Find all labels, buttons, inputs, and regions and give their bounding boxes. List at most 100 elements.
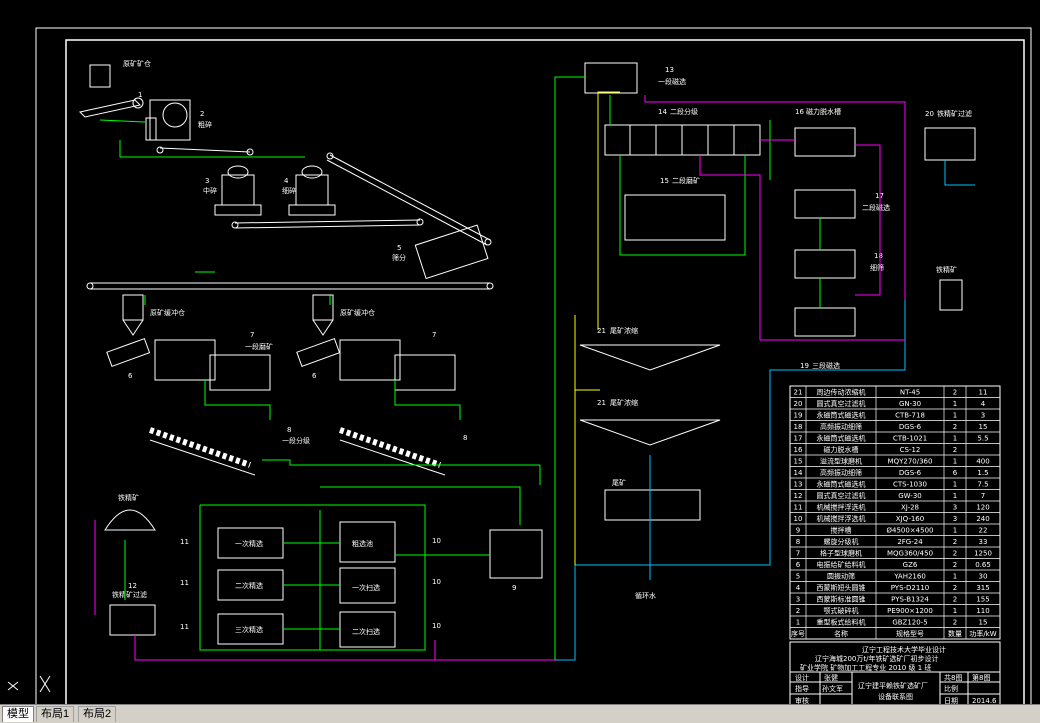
num-6b: 6 [312,372,317,380]
table-cell: 110 [976,607,989,615]
table-cell: XJQ-160 [896,515,924,523]
table-cell: 1250 [974,550,992,558]
table-cell: 2 [953,550,957,558]
table-cell: 155 [976,596,989,604]
raw-bin-icon [89,64,111,88]
table-cell: MQG360/450 [887,550,933,558]
mag-sep-19-icon [794,307,856,337]
table-cell: 11 [794,504,803,512]
label-screen: 筛分 [392,253,406,262]
num-9: 9 [512,584,516,592]
table-cell: GZ6 [903,561,918,569]
label-classify-1: 一段分级 [282,436,310,445]
table-cell: 315 [976,584,989,592]
label-coarse-crush: 粗碎 [198,120,212,129]
table-cell: 2 [953,538,957,546]
num-20: 20 [925,110,934,118]
label-mag-2: 二段磁选 [862,203,890,212]
label-dewater: 磁力脱水槽 [806,107,841,116]
title-drawing2: 设备联系图 [878,692,913,701]
title-drawing: 辽宁建平赖铁矿选矿厂 [858,681,928,690]
table-cell: XJ-28 [901,504,919,512]
table-cell: 11 [979,389,988,397]
label-thickener-2: 尾矿浓缩 [610,398,638,407]
num-21b: 21 [597,399,606,407]
table-cell: Ø4500×4500 [886,527,933,535]
table-cell: CS-12 [900,446,921,454]
table-cell: 圆式真空过滤机 [817,491,866,500]
table-cell: 4 [796,584,801,592]
label-rough: 粗选池 [352,539,373,548]
table-cell: 1 [796,619,800,627]
table-cell: 33 [979,538,988,546]
buffer-bin-1-icon [122,294,144,321]
label-clean-3: 三次精选 [235,625,263,634]
num-10c: 10 [432,622,441,630]
table-cell: 1 [953,412,957,420]
table-cell: 2 [953,596,957,604]
label-thickener-1: 尾矿浓缩 [610,326,638,335]
title-advisor: 孙文军 [822,684,843,693]
label-mill-1: 一段磨矿 [245,342,273,351]
fine-screen-18-icon [794,249,856,279]
table-cell: 22 [979,527,988,535]
mill-15-icon [624,194,726,241]
mag-sep-17-icon [794,189,856,219]
table-cell: 240 [976,515,989,523]
table-cell: 电振给矿给料机 [817,560,866,569]
table-cell: 13 [794,481,803,489]
num-8b: 8 [463,434,467,442]
num-12: 12 [128,582,137,590]
table-cell: 2 [953,389,957,397]
table-cell: 2 [953,619,957,627]
num-13: 13 [665,66,674,74]
tab-layout1[interactable]: 布局1 [36,706,75,722]
table-cell: 螺旋分级机 [824,537,859,546]
num-6a: 6 [128,372,133,380]
table-cell: 1 [953,400,957,408]
num-11a: 11 [180,538,189,546]
num-11c: 11 [180,623,189,631]
num-7b: 7 [432,331,436,339]
table-header-cell: 功率/kW [969,629,996,638]
label-buffer-bin-2: 原矿缓冲仓 [340,308,375,317]
title-school: 辽宁工程技术大学毕业设计 [862,645,946,654]
cone-crusher-2-icon [295,174,329,206]
table-cell: 永磁筒式磁选机 [817,480,866,489]
table-cell: DGS-6 [899,469,922,477]
dewater-16-icon [794,127,856,157]
table-cell: 10 [794,515,803,523]
table-cell: YAH2160 [893,573,926,581]
table-cell: GBZ120-5 [892,619,927,627]
ucs-icon [7,675,51,693]
title-guide: 指导 [795,684,809,693]
table-cell: 30 [979,573,988,581]
table-cell: 1.5 [977,469,988,477]
table-cell: 2 [953,561,957,569]
tab-model[interactable]: 模型 [2,706,34,722]
table-cell: 高频振动细筛 [820,468,862,477]
table-header-cell: 序号 [791,629,805,638]
table-cell: 17 [794,435,803,443]
label-raw-bin: 原矿矿仓 [123,59,151,68]
table-cell: 5.5 [977,435,988,443]
label-scav-2: 二次扫选 [352,627,380,636]
table-cell: 15 [979,423,988,431]
ball-mill-2-icon [339,339,401,381]
label-mill-2: 二段磨矿 [672,176,700,185]
table-cell: 1 [953,458,957,466]
label-fine-crush: 细碎 [282,186,296,195]
table-cell: 重型板式给料机 [817,618,866,627]
label-medium-crush: 中碎 [203,186,217,195]
tab-layout2[interactable]: 布局2 [78,706,117,722]
tailings-pond-icon [604,489,701,521]
table-cell: 0.65 [975,561,991,569]
table-cell: 9 [796,527,800,535]
table-cell: 19 [794,412,803,420]
table-cell: 5 [796,573,800,581]
label-ore-pile: 铁精矿 [118,493,139,502]
title-sheet-no: 第8图 [972,673,990,682]
table-cell: 120 [976,504,989,512]
table-cell: 周边传动浓缩机 [817,388,866,397]
